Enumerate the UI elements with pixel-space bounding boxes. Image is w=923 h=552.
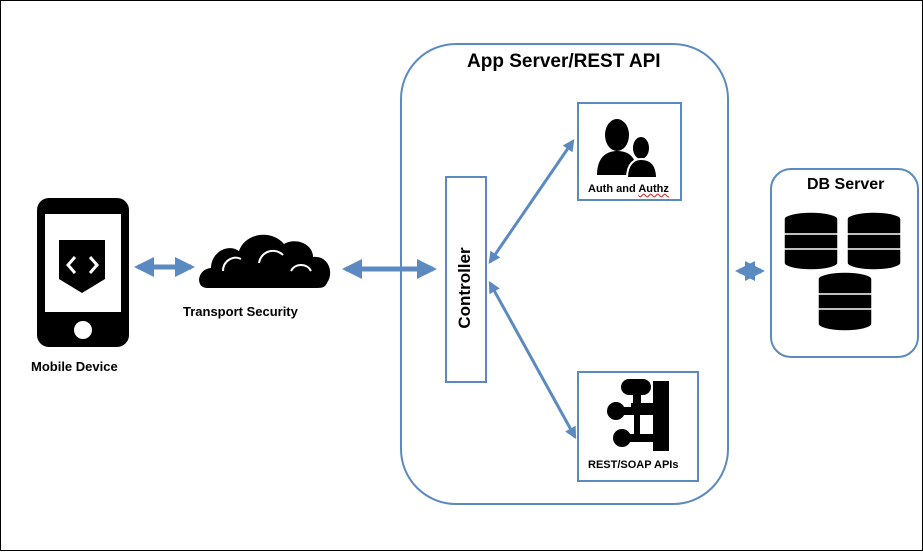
api-network-icon — [607, 379, 669, 451]
database-icon — [783, 211, 902, 332]
auth-label-suffix: Authz — [638, 183, 669, 195]
auth-label-prefix: Auth and — [588, 183, 639, 195]
controller-label: Controller — [455, 247, 474, 329]
rest-apis-label: REST/SOAP APIs — [588, 459, 679, 471]
transport-security-label: Transport Security — [183, 304, 298, 319]
app-server-title: App Server/REST API — [467, 51, 661, 72]
mobile-device-label: Mobile Device — [31, 359, 118, 374]
controller-box — [445, 176, 487, 383]
db-server-title: DB Server — [807, 176, 885, 193]
auth-box — [577, 102, 682, 201]
controller-auth-arrow — [488, 139, 575, 264]
cloud-icon — [199, 234, 331, 288]
users-icon — [597, 119, 659, 179]
auth-label: Auth and Authz — [588, 183, 669, 195]
controller-rest-arrow — [488, 280, 577, 440]
mobile-device-icon — [37, 198, 129, 347]
